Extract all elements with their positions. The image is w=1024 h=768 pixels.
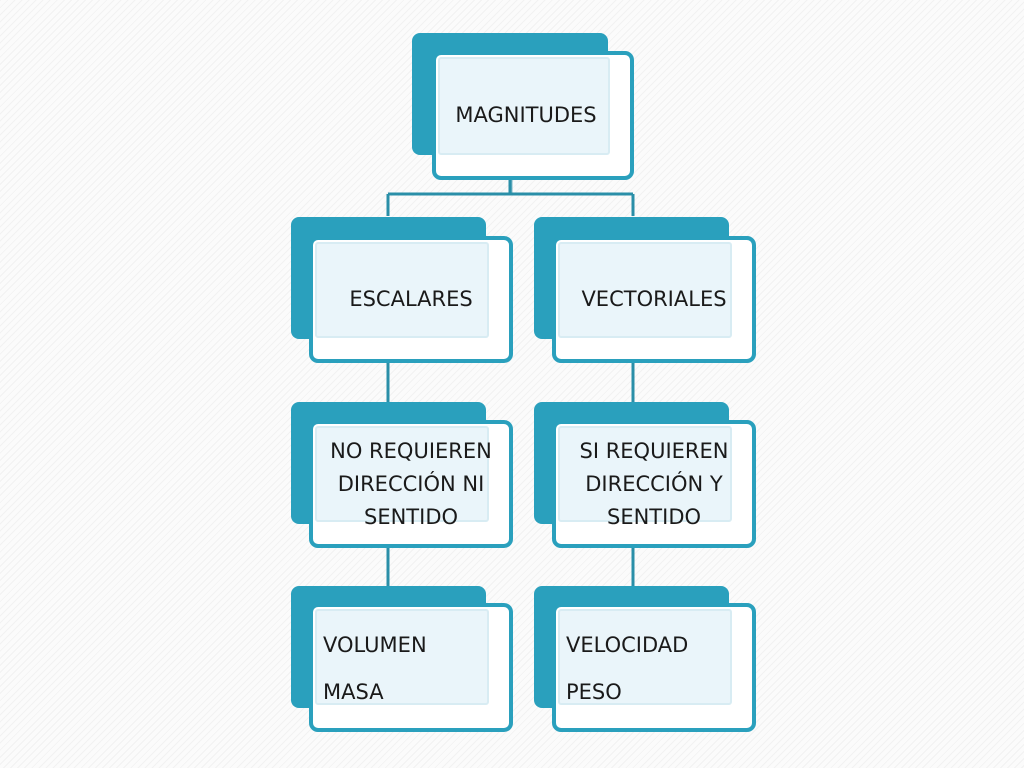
example-item: PESO bbox=[566, 680, 622, 704]
example-item: VOLUMEN bbox=[323, 633, 427, 657]
magnitudes-card: MAGNITUDES bbox=[432, 51, 634, 180]
escalares-card: ESCALARES bbox=[309, 236, 513, 363]
escalares-examples-list: VOLUMEN MASA bbox=[323, 622, 501, 716]
vectoriales-examples-card: VELOCIDAD PESO bbox=[552, 603, 756, 732]
vectoriales-label: VECTORIALES bbox=[581, 287, 727, 311]
escalares-description: NO REQUIEREN DIRECCIÓN NI SENTIDO bbox=[330, 438, 492, 529]
vectoriales-examples-list: VELOCIDAD PESO bbox=[566, 622, 744, 716]
vectoriales-card: VECTORIALES bbox=[552, 236, 756, 363]
magnitudes-label: MAGNITUDES bbox=[455, 103, 597, 127]
vectoriales-description: SI REQUIEREN DIRECCIÓN Y SENTIDO bbox=[579, 438, 729, 529]
example-item: MASA bbox=[323, 680, 384, 704]
escalares-description-card: NO REQUIEREN DIRECCIÓN NI SENTIDO bbox=[309, 420, 513, 548]
vectoriales-description-card: SI REQUIEREN DIRECCIÓN Y SENTIDO bbox=[552, 420, 756, 548]
escalares-examples-card: VOLUMEN MASA bbox=[309, 603, 513, 732]
example-item: VELOCIDAD bbox=[566, 633, 689, 657]
escalares-label: ESCALARES bbox=[349, 287, 473, 311]
